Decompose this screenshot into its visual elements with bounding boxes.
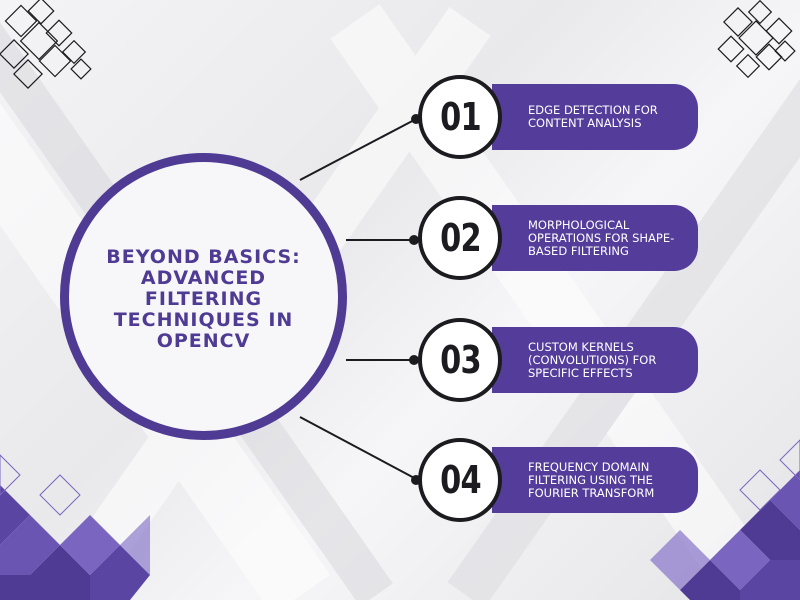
item-label: EDGE DETECTION FOR CONTENT ANALYSIS — [528, 103, 658, 130]
connector-line-4 — [299, 416, 419, 481]
item-label: FREQUENCY DOMAIN FILTERING USING THE FOU… — [528, 459, 655, 500]
item-number: 04 — [439, 458, 482, 502]
purple-staircase-pattern-icon — [0, 454, 150, 600]
item-number-circle: 02 — [418, 196, 502, 280]
item-number-circle: 04 — [418, 438, 502, 522]
diamond-outline-pattern-icon — [717, 0, 796, 79]
central-title-circle: BEYOND BASICS: ADVANCED FILTERING TECHNI… — [60, 153, 347, 440]
infographic-title: BEYOND BASICS: ADVANCED FILTERING TECHNI… — [106, 246, 301, 352]
list-item-03: CUSTOM KERNELS (CONVOLUTIONS) FOR SPECIF… — [418, 318, 700, 402]
item-label-pill: FREQUENCY DOMAIN FILTERING USING THE FOU… — [492, 447, 698, 513]
list-item-02: MORPHOLOGICAL OPERATIONS FOR SHAPE-BASED… — [418, 196, 700, 280]
item-label-pill: EDGE DETECTION FOR CONTENT ANALYSIS — [492, 84, 698, 150]
connector-line-1 — [299, 117, 419, 181]
diamond-outline-pattern-icon — [0, 0, 92, 89]
item-number: 03 — [439, 338, 482, 382]
connector-dot-3 — [409, 355, 419, 365]
purple-staircase-pattern-icon — [650, 439, 800, 600]
item-label: CUSTOM KERNELS (CONVOLUTIONS) FOR SPECIF… — [528, 339, 657, 380]
item-label: MORPHOLOGICAL OPERATIONS FOR SHAPE-BASED… — [528, 217, 675, 258]
item-label-pill: MORPHOLOGICAL OPERATIONS FOR SHAPE-BASED… — [492, 205, 698, 271]
list-item-04: FREQUENCY DOMAIN FILTERING USING THE FOU… — [418, 438, 700, 522]
item-number-circle: 03 — [418, 318, 502, 402]
item-number: 02 — [439, 216, 482, 260]
connector-dot-2 — [409, 235, 419, 245]
item-label-pill: CUSTOM KERNELS (CONVOLUTIONS) FOR SPECIF… — [492, 327, 698, 393]
item-number: 01 — [439, 95, 482, 139]
item-number-circle: 01 — [418, 75, 502, 159]
list-item-01: EDGE DETECTION FOR CONTENT ANALYSIS 01 — [418, 75, 700, 159]
